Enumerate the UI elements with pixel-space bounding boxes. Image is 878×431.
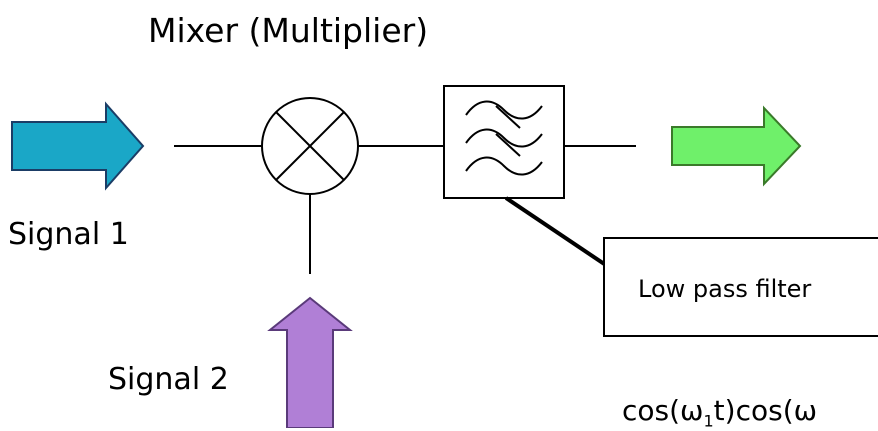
signal2-label: Signal 2: [108, 362, 229, 397]
signal2-arrow: [267, 296, 353, 428]
output-arrow: [671, 105, 802, 187]
filter-label: Low pass filter: [638, 275, 812, 303]
formula: cos(ω1t)cos(ω: [622, 397, 817, 430]
formula-prefix: cos(ω: [622, 394, 704, 427]
mixer-multiply-icon: [261, 97, 359, 195]
formula-mid: t)cos(ω: [713, 394, 818, 427]
signal1-arrow: [11, 101, 145, 191]
filter-callout: Low pass filter: [603, 237, 878, 337]
formula-sub1: 1: [703, 411, 714, 431]
diagram-title: Mixer (Multiplier): [148, 11, 429, 50]
low-pass-filter-icon: [443, 85, 565, 199]
signal1-label: Signal 1: [8, 217, 129, 252]
